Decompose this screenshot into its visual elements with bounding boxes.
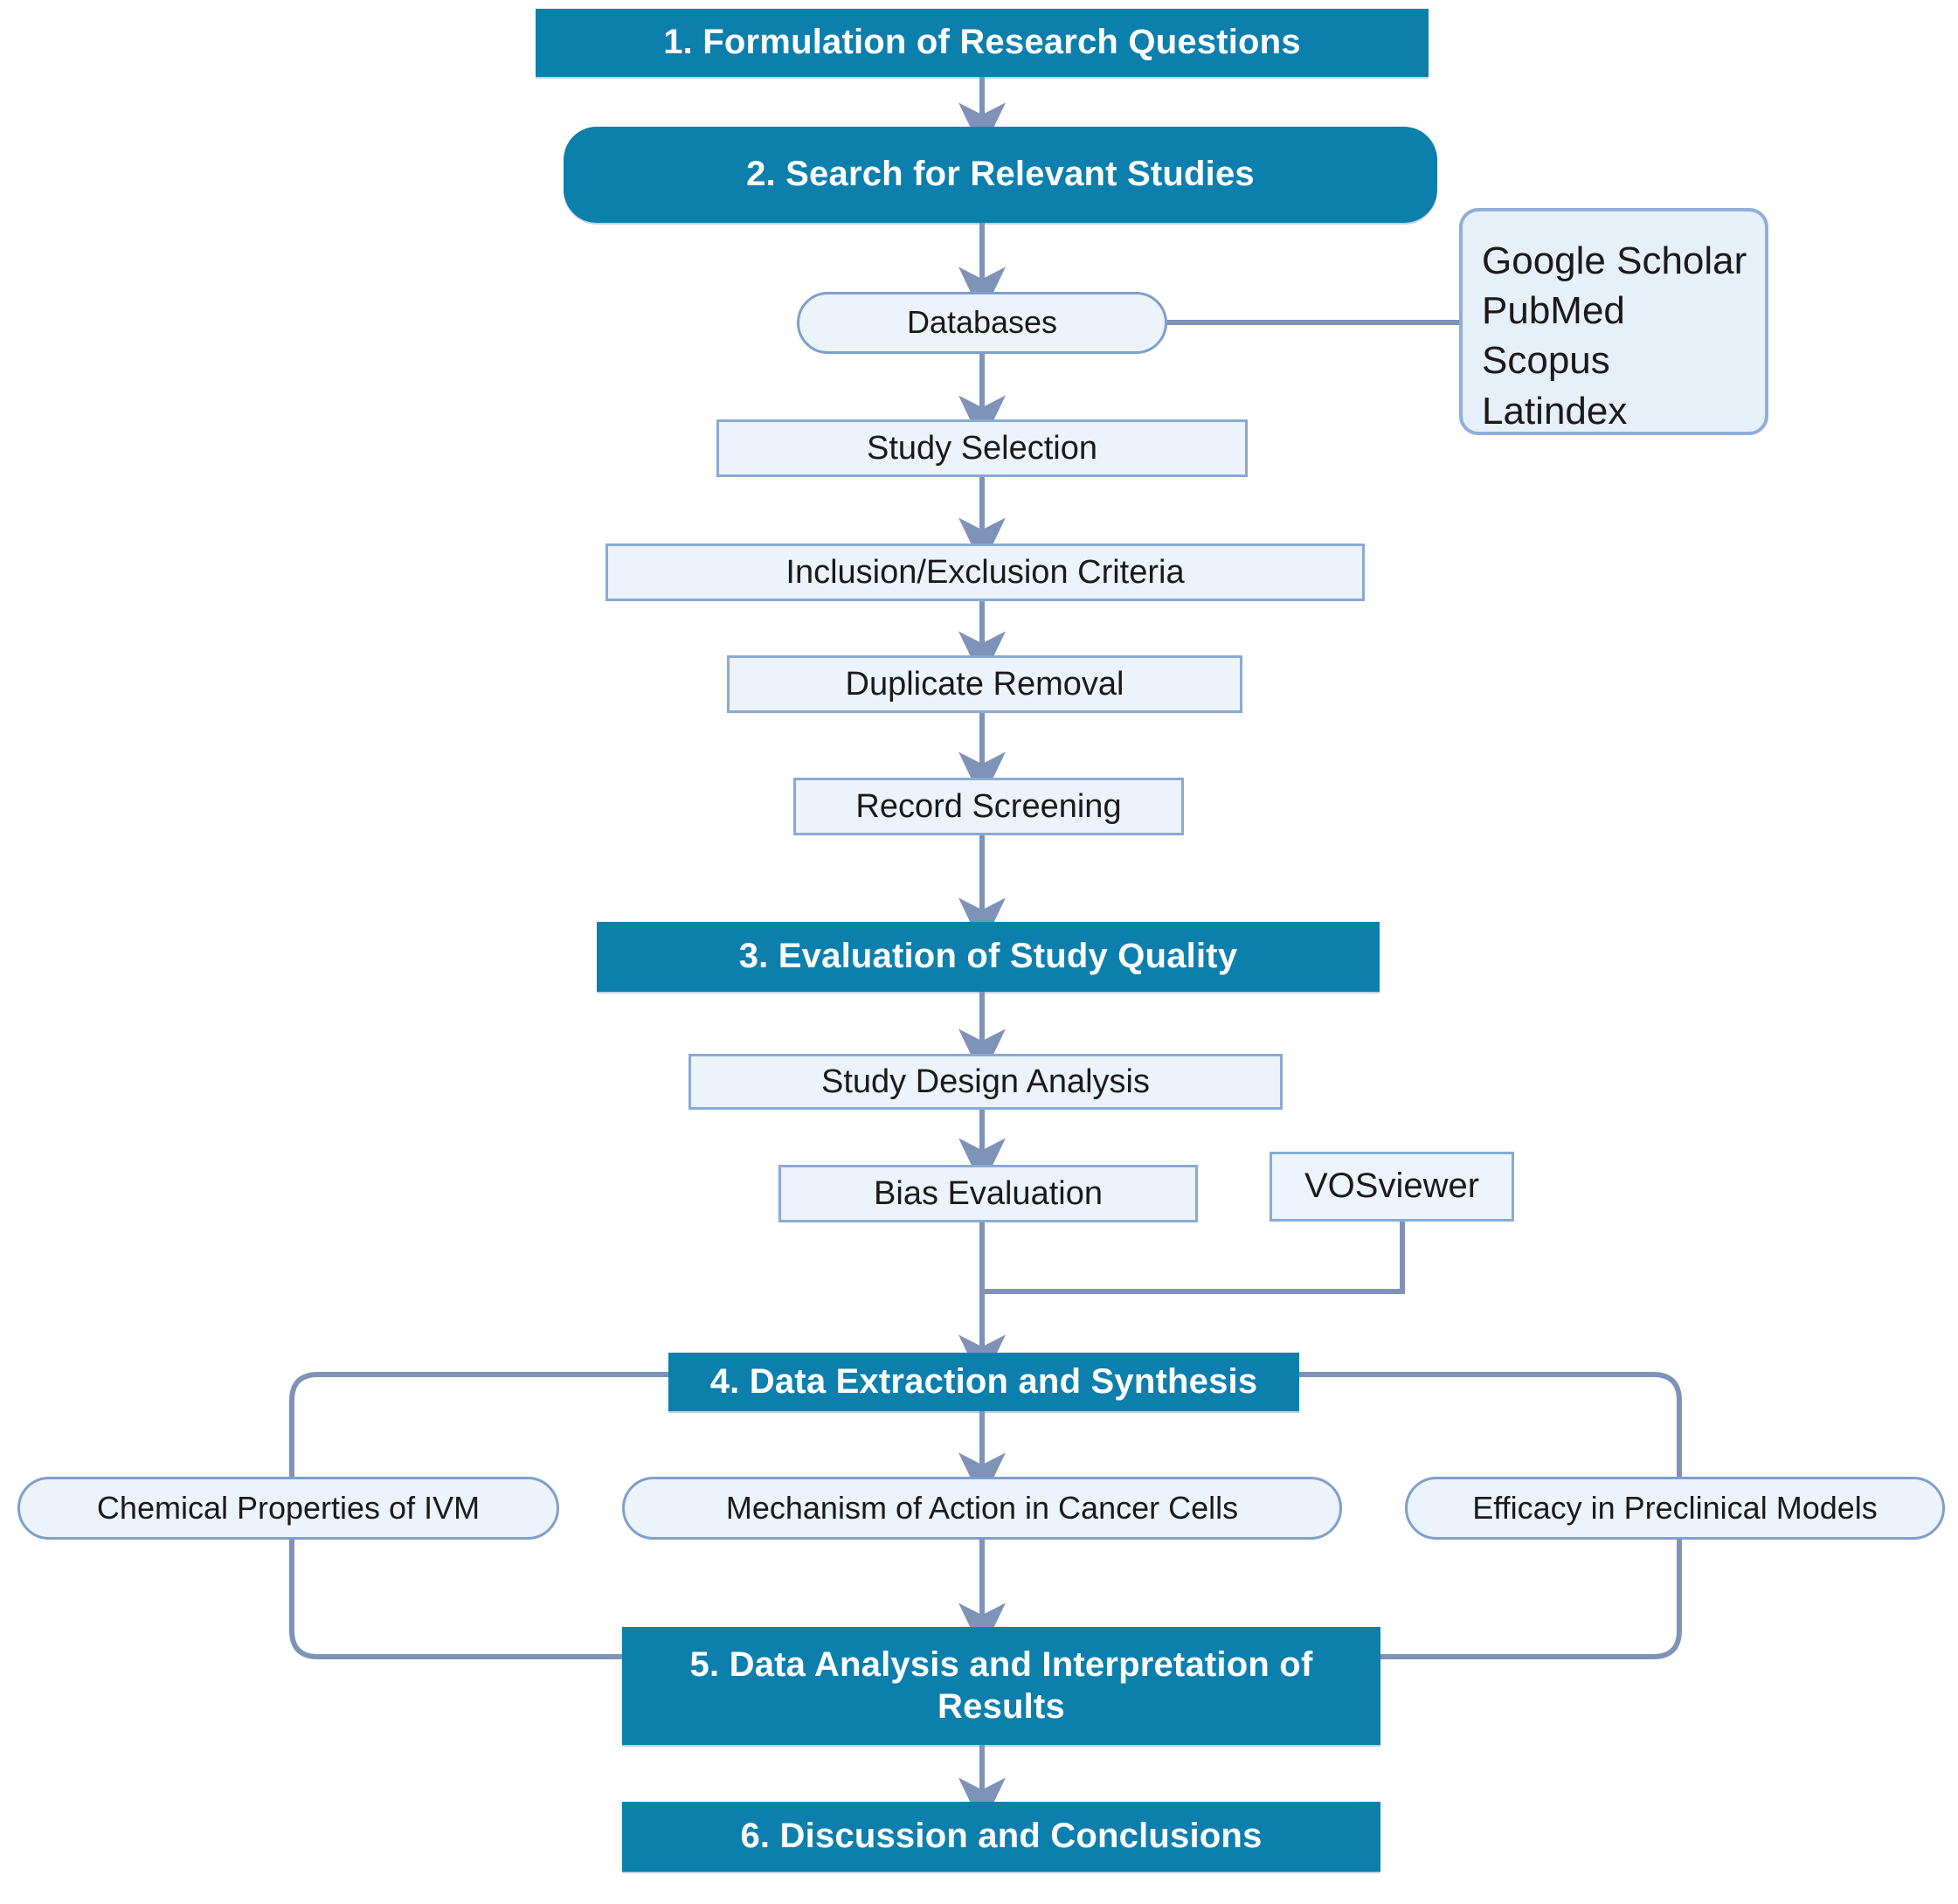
node-databases[interactable]: Databases (797, 292, 1167, 354)
step-5-label-line-1: 5. Data Analysis and Interpretation of (689, 1645, 1313, 1685)
edge-vosviewer-to-step4 (982, 1222, 1405, 1294)
step-1-formulation-of-research-questions[interactable]: 1. Formulation of Research Questions (536, 9, 1429, 77)
node-record-screening[interactable]: Record Screening (793, 778, 1184, 835)
database-list-item-scopus: Scopus (1482, 339, 1610, 383)
step-2-label: 2. Search for Relevant Studies (746, 155, 1255, 194)
step-6-discussion-and-conclusions[interactable]: 6. Discussion and Conclusions (622, 1802, 1380, 1872)
databases-label: Databases (906, 304, 1058, 341)
node-vosviewer[interactable]: VOSviewer (1270, 1152, 1514, 1222)
study-selection-label: Study Selection (866, 429, 1098, 467)
topic-mechanism-of-action-in-cancer-cells[interactable]: Mechanism of Action in Cancer Cells (622, 1477, 1342, 1540)
node-study-design-analysis[interactable]: Study Design Analysis (688, 1054, 1283, 1110)
node-bias-evaluation[interactable]: Bias Evaluation (778, 1165, 1198, 1222)
study-design-analysis-label: Study Design Analysis (821, 1063, 1150, 1100)
step-6-label: 6. Discussion and Conclusions (740, 1817, 1263, 1856)
note-database-list: Google Scholar PubMed Scopus Latindex (1459, 208, 1768, 435)
step-4-label: 4. Data Extraction and Synthesis (709, 1361, 1258, 1401)
topic-efficacy-in-preclinical-models[interactable]: Efficacy in Preclinical Models (1405, 1477, 1945, 1540)
database-list-item-latindex: Latindex (1482, 389, 1628, 433)
step-1-label: 1. Formulation of Research Questions (663, 23, 1301, 62)
record-screening-label: Record Screening (855, 787, 1122, 825)
inclusion-exclusion-label: Inclusion/Exclusion Criteria (785, 553, 1185, 591)
topic-center-label: Mechanism of Action in Cancer Cells (725, 1489, 1239, 1526)
node-inclusion-exclusion-criteria[interactable]: Inclusion/Exclusion Criteria (605, 544, 1365, 601)
topic-left-label: Chemical Properties of IVM (96, 1489, 481, 1526)
step-3-evaluation-of-study-quality[interactable]: 3. Evaluation of Study Quality (597, 922, 1380, 992)
step-5-data-analysis-and-interpretation-of-results[interactable]: 5. Data Analysis and Interpretation of R… (622, 1627, 1380, 1745)
step-2-search-for-relevant-studies[interactable]: 2. Search for Relevant Studies (564, 127, 1437, 223)
topic-right-label: Efficacy in Preclinical Models (1472, 1489, 1878, 1526)
step-5-label-line-2: Results (937, 1686, 1065, 1726)
duplicate-removal-label: Duplicate Removal (845, 665, 1124, 703)
topic-chemical-properties-of-ivm[interactable]: Chemical Properties of IVM (17, 1477, 559, 1540)
database-list-item-google-scholar: Google Scholar (1482, 239, 1747, 282)
node-duplicate-removal[interactable]: Duplicate Removal (727, 655, 1242, 713)
vosviewer-label: VOSviewer (1304, 1167, 1480, 1206)
step-3-label: 3. Evaluation of Study Quality (738, 937, 1238, 976)
node-study-selection[interactable]: Study Selection (716, 419, 1248, 477)
database-list-item-pubmed: PubMed (1482, 289, 1625, 333)
step-4-data-extraction-and-synthesis[interactable]: 4. Data Extraction and Synthesis (668, 1353, 1299, 1411)
bias-evaluation-label: Bias Evaluation (874, 1174, 1103, 1212)
